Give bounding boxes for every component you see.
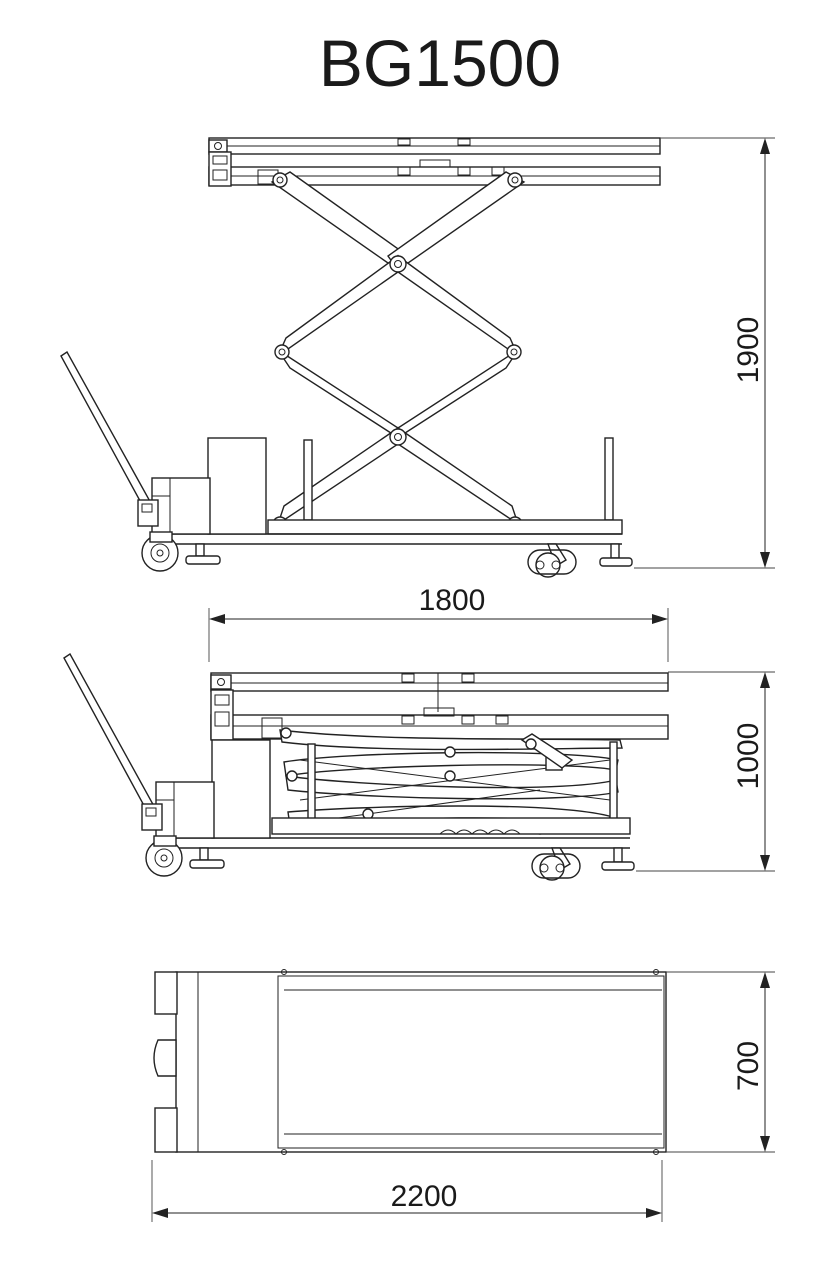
raised-side-view	[60, 137, 661, 578]
base-frame	[267, 519, 623, 535]
dimension-label-1000: 1000	[732, 723, 765, 790]
dimension-label-2200: 2200	[391, 1180, 458, 1213]
tow-handle	[60, 350, 159, 527]
dimension-1000: 1000	[636, 671, 775, 872]
dimension-label-1800: 1800	[419, 584, 486, 617]
dimension-2200: 2200	[151, 1160, 663, 1222]
folded-scissor-arms	[279, 727, 623, 835]
lowered-side-view	[63, 652, 669, 881]
top-plan-view	[153, 969, 667, 1155]
dimension-label-1900: 1900	[732, 317, 765, 384]
scissor-arms	[270, 171, 526, 532]
dimension-1900: 1900	[634, 137, 775, 569]
power-unit	[207, 437, 267, 535]
model-title: BG1500	[319, 26, 561, 100]
dimension-1800: 1800	[208, 584, 669, 662]
dimension-700: 700	[666, 971, 775, 1153]
dimension-label-700: 700	[732, 1041, 765, 1091]
